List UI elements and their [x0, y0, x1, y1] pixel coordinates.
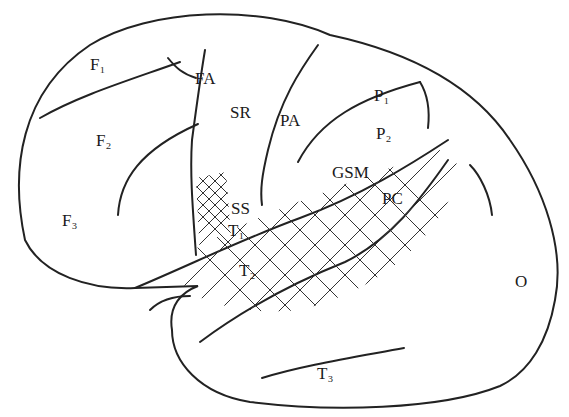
region-label: F₂	[96, 132, 111, 149]
region-label: T₁	[228, 222, 244, 239]
region-label: P₁	[374, 87, 389, 104]
region-label: PC	[382, 190, 403, 207]
region-label: SR	[230, 104, 251, 121]
region-label: PA	[280, 112, 300, 129]
region-label: O	[515, 273, 527, 290]
region-label: T₃	[317, 365, 333, 382]
region-label: P₂	[376, 125, 391, 142]
region-label: FA	[195, 70, 215, 87]
region-label: F₃	[62, 212, 77, 229]
region-label: SS	[231, 200, 250, 217]
region-label: GSM	[332, 164, 369, 181]
region-label: T₂	[239, 262, 255, 279]
region-label: F₁	[90, 56, 105, 73]
